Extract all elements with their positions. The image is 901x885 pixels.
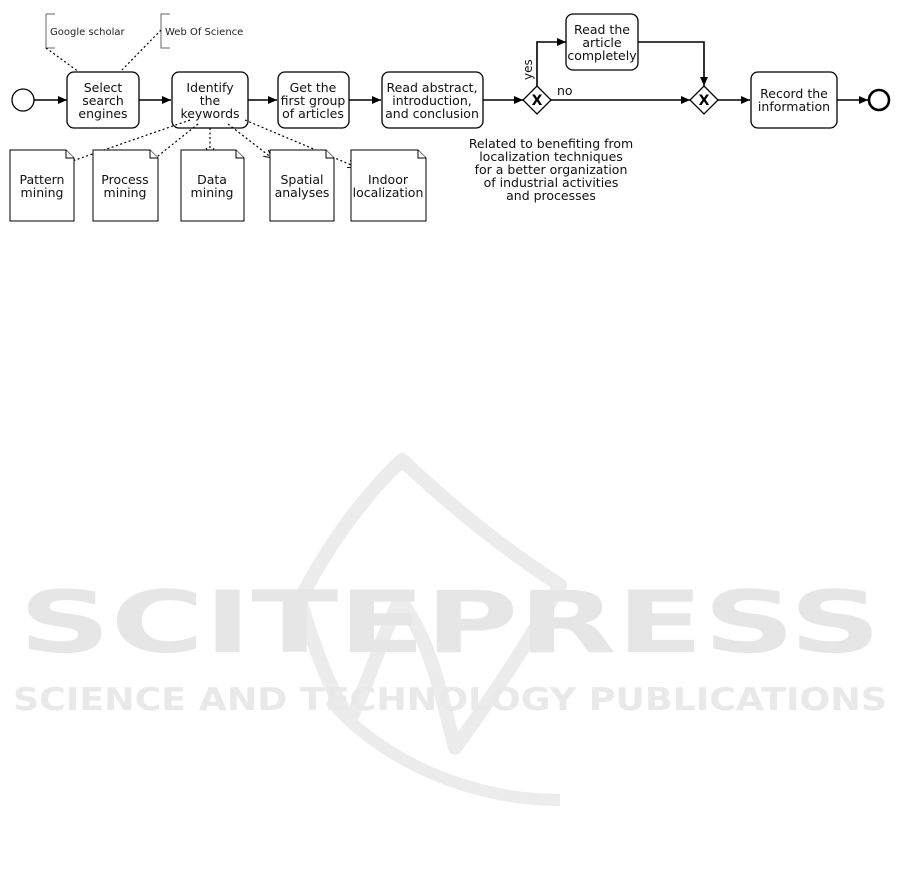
condition-line: Related to benefiting from <box>469 136 633 151</box>
association-line <box>148 123 199 164</box>
document-label: mining <box>21 185 64 200</box>
task-label: information <box>758 99 830 114</box>
task-select-search-engines[interactable]: Select search engines <box>66 71 140 129</box>
document-label: Data <box>197 172 227 187</box>
task-label: Read abstract, <box>387 80 478 95</box>
document-spatial-analyses: Spatial analyses <box>269 149 335 222</box>
task-label: Identify <box>186 80 234 95</box>
watermark-tagline: SCIENCE AND TECHNOLOGY PUBLICATIONS <box>13 682 887 718</box>
task-read-article-completely[interactable]: Read the article completely <box>565 13 639 71</box>
task-label: the <box>200 93 221 108</box>
condition-line: of industrial activities <box>484 175 619 190</box>
task-label: engines <box>78 106 127 121</box>
task-label: search <box>82 93 124 108</box>
document-pattern-mining: Pattern mining <box>9 149 75 222</box>
association-line <box>227 123 272 158</box>
condition-line: localization techniques <box>479 149 623 164</box>
association-line <box>244 119 356 167</box>
document-label: Indoor <box>368 172 409 187</box>
task-record-information[interactable]: Record the information <box>750 71 838 129</box>
association-line <box>45 47 80 73</box>
document-process-mining: Process mining <box>92 149 159 222</box>
task-read-abstract[interactable]: Read abstract, introduction, and conclus… <box>381 71 484 129</box>
exclusive-gateway-decision: X <box>522 85 552 115</box>
task-label: keywords <box>180 106 239 121</box>
task-label: first group <box>281 93 346 108</box>
task-label: introduction, <box>392 93 471 108</box>
annotation-label: Web Of Science <box>165 27 243 38</box>
watermark-brand: SCITEPRESS <box>19 573 881 673</box>
annotation-web-of-science: Web Of Science <box>160 13 243 49</box>
flow-arrow-yes <box>536 38 566 86</box>
annotation-google-scholar: Google scholar <box>45 13 126 49</box>
gateway-x-icon: X <box>532 93 543 109</box>
watermark: SCITEPRESS SCIENCE AND TECHNOLOGY PUBLIC… <box>13 453 887 806</box>
document-label: mining <box>191 185 234 200</box>
document-label: Pattern <box>20 172 65 187</box>
condition-line: for a better organization <box>475 162 628 177</box>
document-label: Spatial <box>280 172 323 187</box>
task-label: Select <box>84 80 123 95</box>
flow-arrow <box>638 41 708 86</box>
annotation-label: Google scholar <box>50 27 126 38</box>
document-label: Process <box>101 172 148 187</box>
association-line <box>119 29 162 73</box>
task-label: of articles <box>282 106 344 121</box>
gateway-x-icon: X <box>699 93 710 109</box>
document-indoor-localization: Indoor localization <box>350 149 427 222</box>
document-label: analyses <box>275 185 330 200</box>
document-label: mining <box>104 185 147 200</box>
exclusive-gateway-merge: X <box>689 85 719 115</box>
task-get-first-group[interactable]: Get the first group of articles <box>277 71 350 129</box>
task-label: Read the <box>574 22 630 37</box>
task-label: completely <box>567 48 637 63</box>
end-event <box>867 88 891 112</box>
gateway-condition: Related to benefiting from localization … <box>469 136 633 203</box>
association-line <box>58 119 191 166</box>
label-yes: yes <box>521 59 535 80</box>
task-label: Get the <box>290 80 337 95</box>
document-label: localization <box>353 185 424 200</box>
task-identify-keywords[interactable]: Identify the keywords <box>171 71 249 129</box>
task-label: article <box>582 35 622 50</box>
condition-line: and processes <box>506 188 596 203</box>
task-label: and conclusion <box>385 106 479 121</box>
document-data-mining: Data mining <box>180 149 245 222</box>
start-event <box>11 88 35 112</box>
label-no: no <box>557 83 573 98</box>
task-label: Record the <box>760 86 828 101</box>
